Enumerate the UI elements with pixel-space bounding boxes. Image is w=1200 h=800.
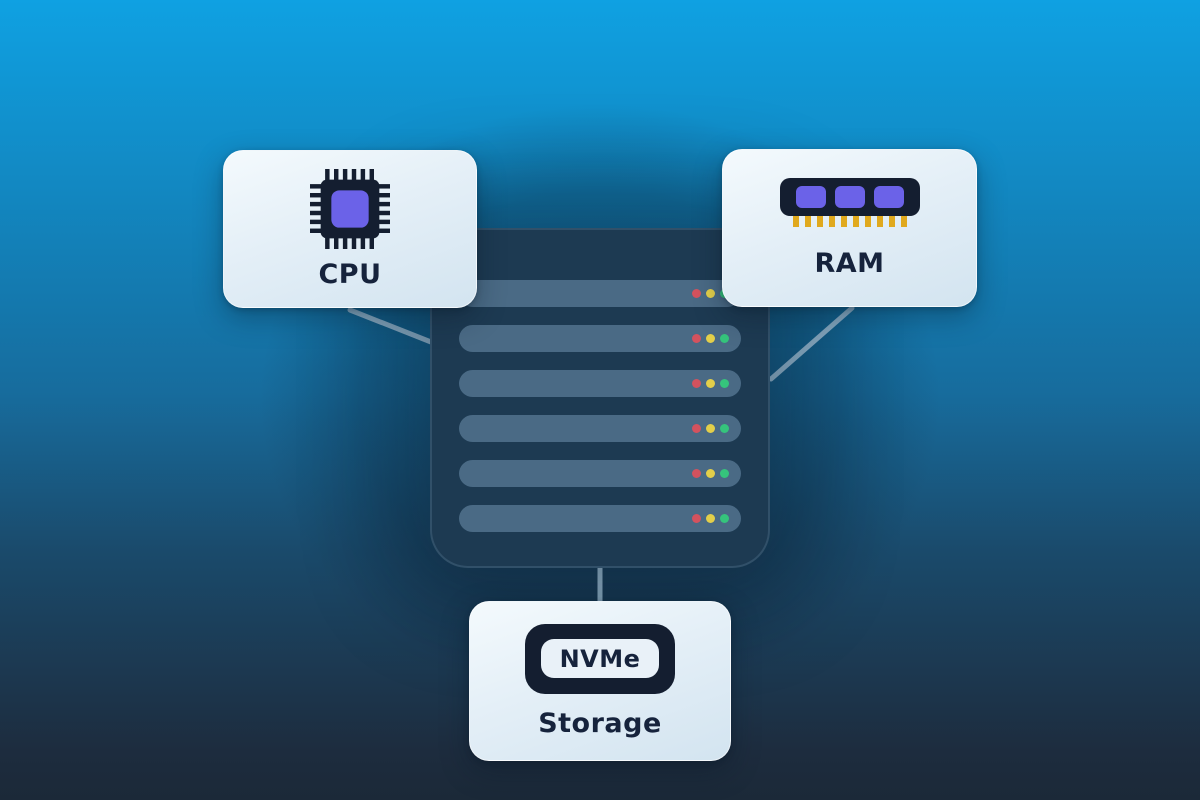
led-yellow <box>706 469 715 478</box>
nvme-ssd-inner: NVMe <box>541 639 659 678</box>
ram-module-icon <box>779 177 920 228</box>
led-yellow <box>706 379 715 388</box>
ram-label: RAM <box>814 247 885 279</box>
server-slot <box>459 280 741 307</box>
card-cpu[interactable]: CPU <box>223 150 477 308</box>
cpu-chip-icon <box>310 168 390 249</box>
led-green <box>720 424 729 433</box>
led-yellow <box>706 289 715 298</box>
server-slot <box>459 505 741 532</box>
led-red <box>692 424 701 433</box>
led-yellow <box>706 424 715 433</box>
led-green <box>720 514 729 523</box>
led-red <box>692 334 701 343</box>
server-slot <box>459 415 741 442</box>
storage-label: Storage <box>538 707 662 739</box>
card-storage[interactable]: NVMe Storage <box>469 601 731 761</box>
led-green <box>720 379 729 388</box>
led-red <box>692 379 701 388</box>
connector-cpu-to-server <box>347 307 434 345</box>
nvme-ssd-icon: NVMe <box>525 623 675 694</box>
server-slot <box>459 460 741 487</box>
led-red <box>692 514 701 523</box>
led-yellow <box>706 514 715 523</box>
server-slot <box>459 370 741 397</box>
cpu-label: CPU <box>318 258 382 290</box>
nvme-badge: NVMe <box>559 644 641 673</box>
card-ram[interactable]: RAM <box>722 149 977 307</box>
led-green <box>720 469 729 478</box>
connector-ram-to-server <box>768 305 855 382</box>
led-red <box>692 469 701 478</box>
led-yellow <box>706 334 715 343</box>
led-green <box>720 334 729 343</box>
led-red <box>692 289 701 298</box>
server-slot <box>459 325 741 352</box>
server-chassis <box>430 228 770 568</box>
